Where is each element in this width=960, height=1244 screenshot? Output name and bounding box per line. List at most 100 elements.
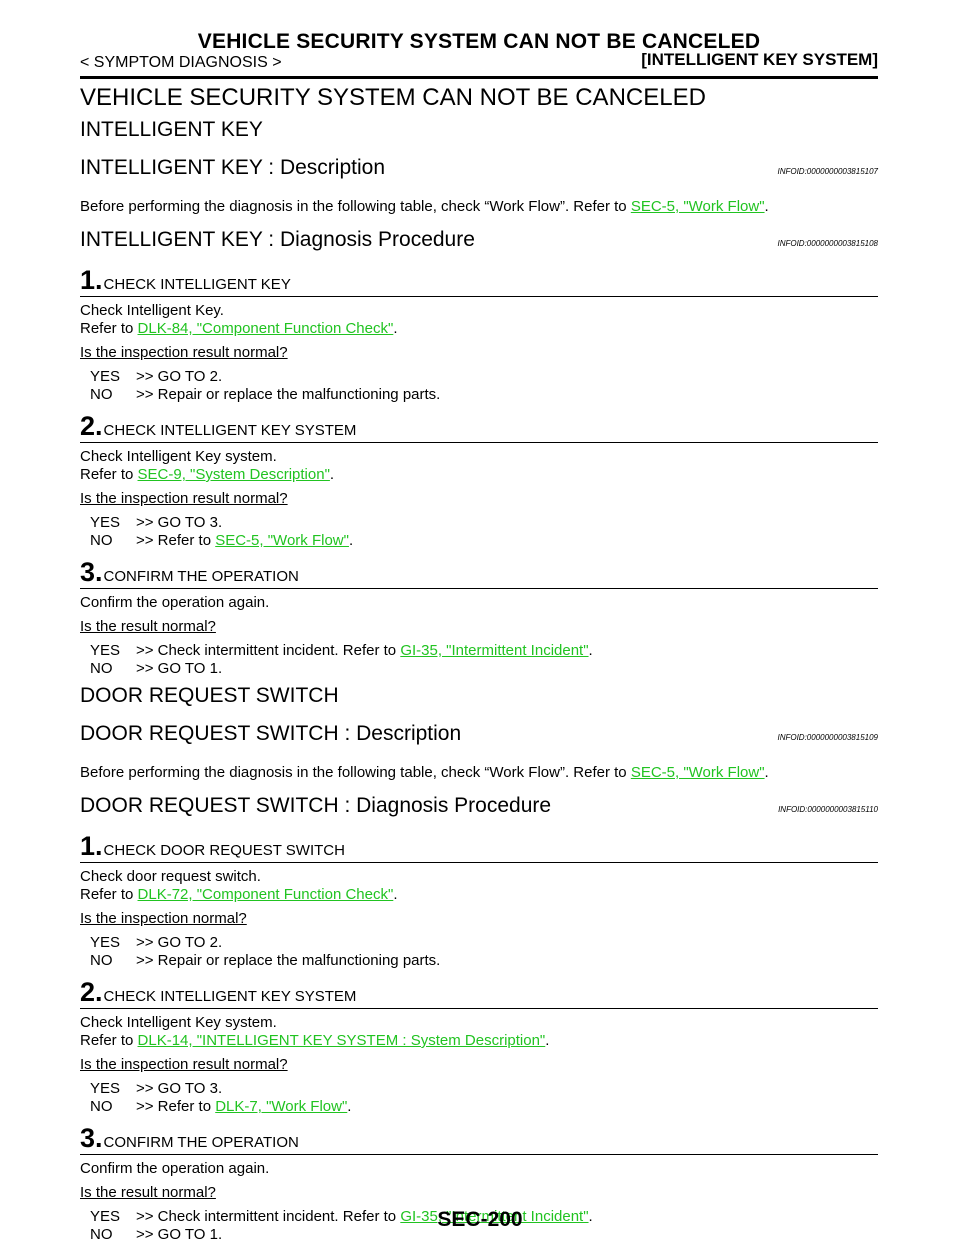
reference-link[interactable]: SEC-9, "System Description" (137, 466, 330, 483)
page-title: VEHICLE SECURITY SYSTEM CAN NOT BE CANCE… (80, 84, 706, 111)
page-content: VEHICLE SECURITY SYSTEM CAN NOT BE CANCE… (80, 82, 878, 1244)
subsection-header: INTELLIGENT KEY : Diagnosis Procedure IN… (80, 226, 878, 258)
answer-text: >> GO TO 2. (136, 934, 223, 951)
step-title: CHECK DOOR REQUEST SWITCH (103, 842, 345, 859)
answer-no: NO >> Repair or replace the malfunctionin… (90, 952, 878, 970)
step-question: Is the inspection result normal? (80, 344, 288, 361)
info-id: INFOID:0000000003815108 (777, 239, 878, 248)
step-answers: YES>> GO TO 3. NO >> Refer to SEC-5, "Wor… (90, 514, 878, 550)
step-answers: YES>> GO TO 2. NO>> Repair or replace th… (90, 368, 878, 404)
answer-key: NO (90, 532, 113, 549)
step-title: CHECK INTELLIGENT KEY (103, 276, 291, 293)
step-reference: Refer to DLK-14, "INTELLIGENT KEY SYSTEM… (80, 1032, 878, 1050)
answer-key: NO (90, 952, 113, 969)
step-number: 1 (80, 265, 96, 295)
procedure-step: 1. CHECK DOOR REQUEST SWITCH Check door … (80, 832, 878, 970)
step-question: Is the inspection normal? (80, 910, 247, 927)
header-divider (80, 76, 878, 79)
step-header: 1. CHECK DOOR REQUEST SWITCH (80, 832, 878, 863)
description-prefix: Before performing the diagnosis in the f… (80, 764, 631, 781)
step-reference: Refer to SEC-9, "System Description". (80, 466, 878, 484)
answer-key: YES (90, 1080, 121, 1097)
refer-prefix: Refer to (80, 320, 138, 337)
answer-text: >> Refer to (136, 1098, 212, 1115)
step-number: 3 (80, 557, 96, 587)
reference-link[interactable]: DLK-7, "Work Flow" (215, 1098, 348, 1115)
running-header-title: VEHICLE SECURITY SYSTEM CAN NOT BE CANCE… (197, 30, 761, 53)
step-instruction: Check Intelligent Key system. (80, 1014, 277, 1031)
answer-text: >> Check intermittent incident. Refer to (136, 642, 397, 659)
answer-yes: YES>> GO TO 2. (90, 934, 878, 952)
reference-link[interactable]: SEC-5, "Work Flow" (630, 198, 765, 215)
info-id: INFOID:0000000003815109 (777, 733, 878, 742)
description-prefix: Before performing the diagnosis in the f… (80, 198, 631, 215)
step-instruction: Check door request switch. (80, 868, 261, 885)
reference-link[interactable]: DLK-84, "Component Function Check" (137, 320, 394, 337)
answer-yes: YES>> GO TO 2. (90, 368, 878, 386)
answer-no: NO >> Refer to SEC-5, "Work Flow". (90, 532, 878, 550)
reference-link[interactable]: GI-35, "Intermittent Incident" (400, 1208, 589, 1225)
reference-link[interactable]: DLK-14, "INTELLIGENT KEY SYSTEM : System… (137, 1032, 546, 1049)
step-body: Check Intelligent Key. Refer to DLK-84, … (80, 302, 878, 338)
refer-prefix: Refer to (80, 886, 138, 903)
system-label: [INTELLIGENT KEY SYSTEM] (641, 50, 878, 69)
answer-text: >> Repair or replace the malfunctioning … (136, 952, 441, 969)
answer-suffix: . (348, 532, 354, 549)
description-suffix: . (764, 764, 769, 781)
answer-no: NO >> Refer to DLK-7, "Work Flow". (90, 1098, 878, 1116)
answer-suffix: . (347, 1098, 352, 1115)
step-body: Check Intelligent Key system. Refer to D… (80, 1014, 878, 1050)
step-number: 2 (80, 411, 96, 441)
refer-suffix: . (393, 886, 398, 903)
answer-yes: YES>> GO TO 3. (90, 1080, 878, 1098)
reference-link[interactable]: SEC-5, "Work Flow" (215, 532, 349, 549)
step-body: Check door request switch. Refer to DLK-… (80, 868, 878, 904)
step-reference: Refer to DLK-72, "Component Function Che… (80, 886, 878, 904)
step-header: 2. CHECK INTELLIGENT KEY SYSTEM (80, 978, 878, 1009)
step-title: CHECK INTELLIGENT KEY SYSTEM (103, 422, 357, 439)
step-question: Is the inspection result normal? (80, 1056, 288, 1073)
refer-suffix: . (329, 466, 335, 483)
reference-link[interactable]: DLK-72, "Component Function Check" (137, 886, 394, 903)
step-body: Check Intelligent Key system. Refer to S… (80, 448, 878, 484)
step-title: CONFIRM THE OPERATION (103, 568, 299, 585)
section-heading-door-request-switch: DOOR REQUEST SWITCH (80, 684, 339, 707)
description-text: Before performing the diagnosis in the f… (80, 198, 878, 216)
answer-key: NO (90, 1098, 113, 1115)
answer-text: >> Repair or replace the malfunctioning … (136, 386, 441, 403)
subsection-header: DOOR REQUEST SWITCH : Diagnosis Procedur… (80, 792, 878, 824)
description-text: Before performing the diagnosis in the f… (80, 764, 878, 782)
step-instruction: Confirm the operation again. (80, 1160, 270, 1177)
step-answers: YES>> Check intermittent incident. Refer… (90, 642, 878, 678)
step-question: Is the result normal? (80, 618, 216, 635)
step-number: 1 (80, 831, 96, 861)
answer-text: >> Refer to (136, 532, 212, 549)
info-id: INFOID:0000000003815107 (777, 167, 878, 176)
answer-no: NO>> Repair or replace the malfunctionin… (90, 386, 878, 404)
section-heading-intelligent-key: INTELLIGENT KEY (80, 118, 263, 141)
answer-no: NO>> GO TO 1. (90, 660, 878, 678)
step-title: CONFIRM THE OPERATION (103, 1134, 299, 1151)
procedure-step: 2. CHECK INTELLIGENT KEY SYSTEM Check In… (80, 412, 878, 550)
answer-yes: YES>> GO TO 3. (90, 514, 878, 532)
step-header: 2. CHECK INTELLIGENT KEY SYSTEM (80, 412, 878, 443)
step-number: 3 (80, 1123, 96, 1153)
step-header: 3. CONFIRM THE OPERATION (80, 558, 878, 589)
answer-text: >> GO TO 1. (136, 660, 223, 677)
subsection-title: INTELLIGENT KEY : Diagnosis Procedure (80, 228, 475, 251)
subsection-title: INTELLIGENT KEY : Description (80, 156, 386, 179)
answer-text: >> GO TO 1. (136, 1226, 223, 1243)
answer-no: NO >> GO TO 1. (90, 1226, 878, 1244)
step-instruction: Check Intelligent Key system. (80, 448, 277, 465)
reference-link[interactable]: GI-35, "Intermittent Incident" (400, 642, 589, 659)
answer-key: YES (90, 1208, 121, 1225)
step-number: 2 (80, 977, 96, 1007)
answer-text: >> Check intermittent incident. Refer to (136, 1208, 397, 1225)
subsection-header: INTELLIGENT KEY : Description INFOID:000… (80, 154, 878, 186)
answer-key: NO (90, 1226, 113, 1243)
step-question: Is the result normal? (80, 1184, 216, 1201)
breadcrumb: < SYMPTOM DIAGNOSIS > (80, 54, 282, 71)
reference-link[interactable]: SEC-5, "Work Flow" (630, 764, 765, 781)
step-instruction: Confirm the operation again. (80, 594, 270, 611)
answer-suffix: . (588, 642, 593, 659)
